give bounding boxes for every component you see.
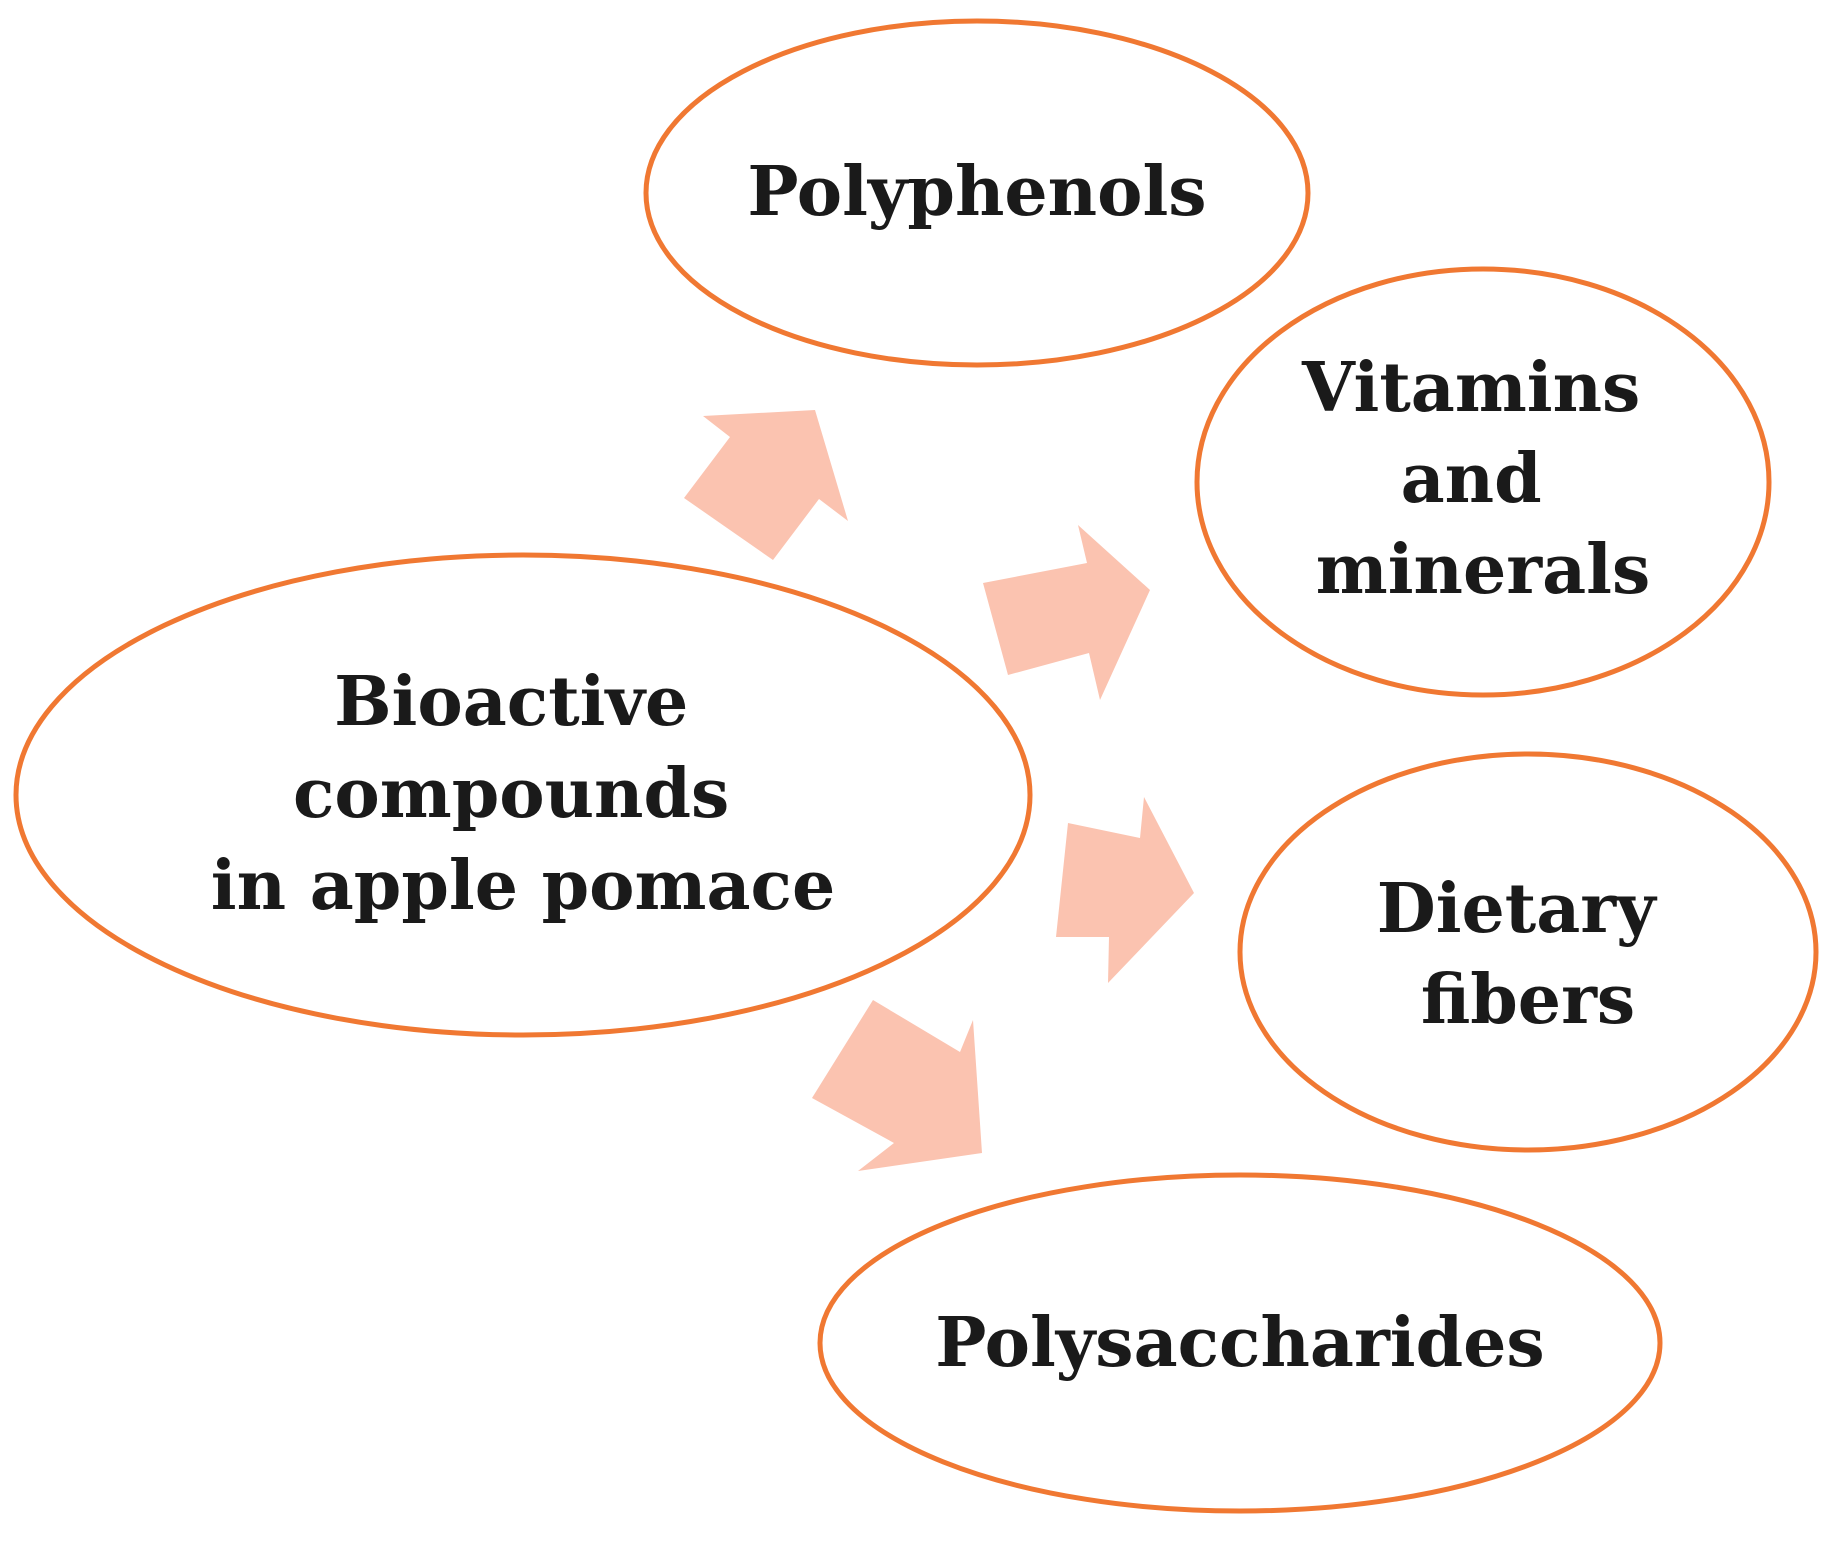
arrow-to-polysaccharides — [812, 1000, 982, 1171]
node-vitamins-minerals: Vitamins and minerals — [1194, 266, 1772, 698]
node-polysaccharides-label: Polysaccharides — [935, 1303, 1544, 1383]
node-polyphenols-ellipse — [643, 18, 1311, 368]
node-dietary-fibers: Dietary fibers — [1237, 751, 1819, 1153]
node-bioactive-compounds-line-1: Bioactive — [334, 662, 688, 742]
arrow-to-polyphenols — [684, 410, 848, 560]
arrow-to-dietary-fibers — [1056, 797, 1194, 983]
node-bioactive-compounds: Bioactive compounds in apple pomace — [13, 552, 1033, 1038]
node-polyphenols-label: Polyphenols — [747, 152, 1206, 232]
arrow-to-vitamins — [983, 525, 1150, 700]
node-dietary-fibers-label: Dietary fibers — [1377, 869, 1680, 1040]
node-dietary-fibers-line-2: fibers — [1421, 960, 1635, 1040]
node-polyphenols: Polyphenols — [643, 18, 1311, 368]
node-vitamins-minerals-line-3: minerals — [1316, 530, 1651, 610]
node-dietary-fibers-ellipse — [1237, 751, 1819, 1153]
node-polysaccharides-line-1: Polysaccharides — [935, 1303, 1544, 1383]
node-vitamins-minerals-line-1: Vitamins — [1301, 348, 1640, 428]
node-bioactive-compounds-line-2: compounds — [293, 754, 729, 834]
node-bioactive-compounds-line-3: in apple pomace — [211, 846, 835, 926]
node-polyphenols-line-1: Polyphenols — [747, 152, 1206, 232]
node-vitamins-minerals-ellipse — [1194, 266, 1772, 698]
node-polysaccharides-ellipse — [817, 1172, 1663, 1514]
node-bioactive-compounds-label: Bioactive compounds in apple pomace — [211, 662, 835, 926]
node-polysaccharides: Polysaccharides — [817, 1172, 1663, 1514]
arrows-group — [684, 410, 1194, 1171]
node-vitamins-minerals-line-2: and — [1401, 439, 1542, 519]
node-dietary-fibers-line-1: Dietary — [1377, 869, 1658, 949]
node-vitamins-minerals-label: Vitamins and minerals — [1301, 348, 1664, 610]
node-bioactive-compounds-ellipse — [13, 552, 1033, 1038]
